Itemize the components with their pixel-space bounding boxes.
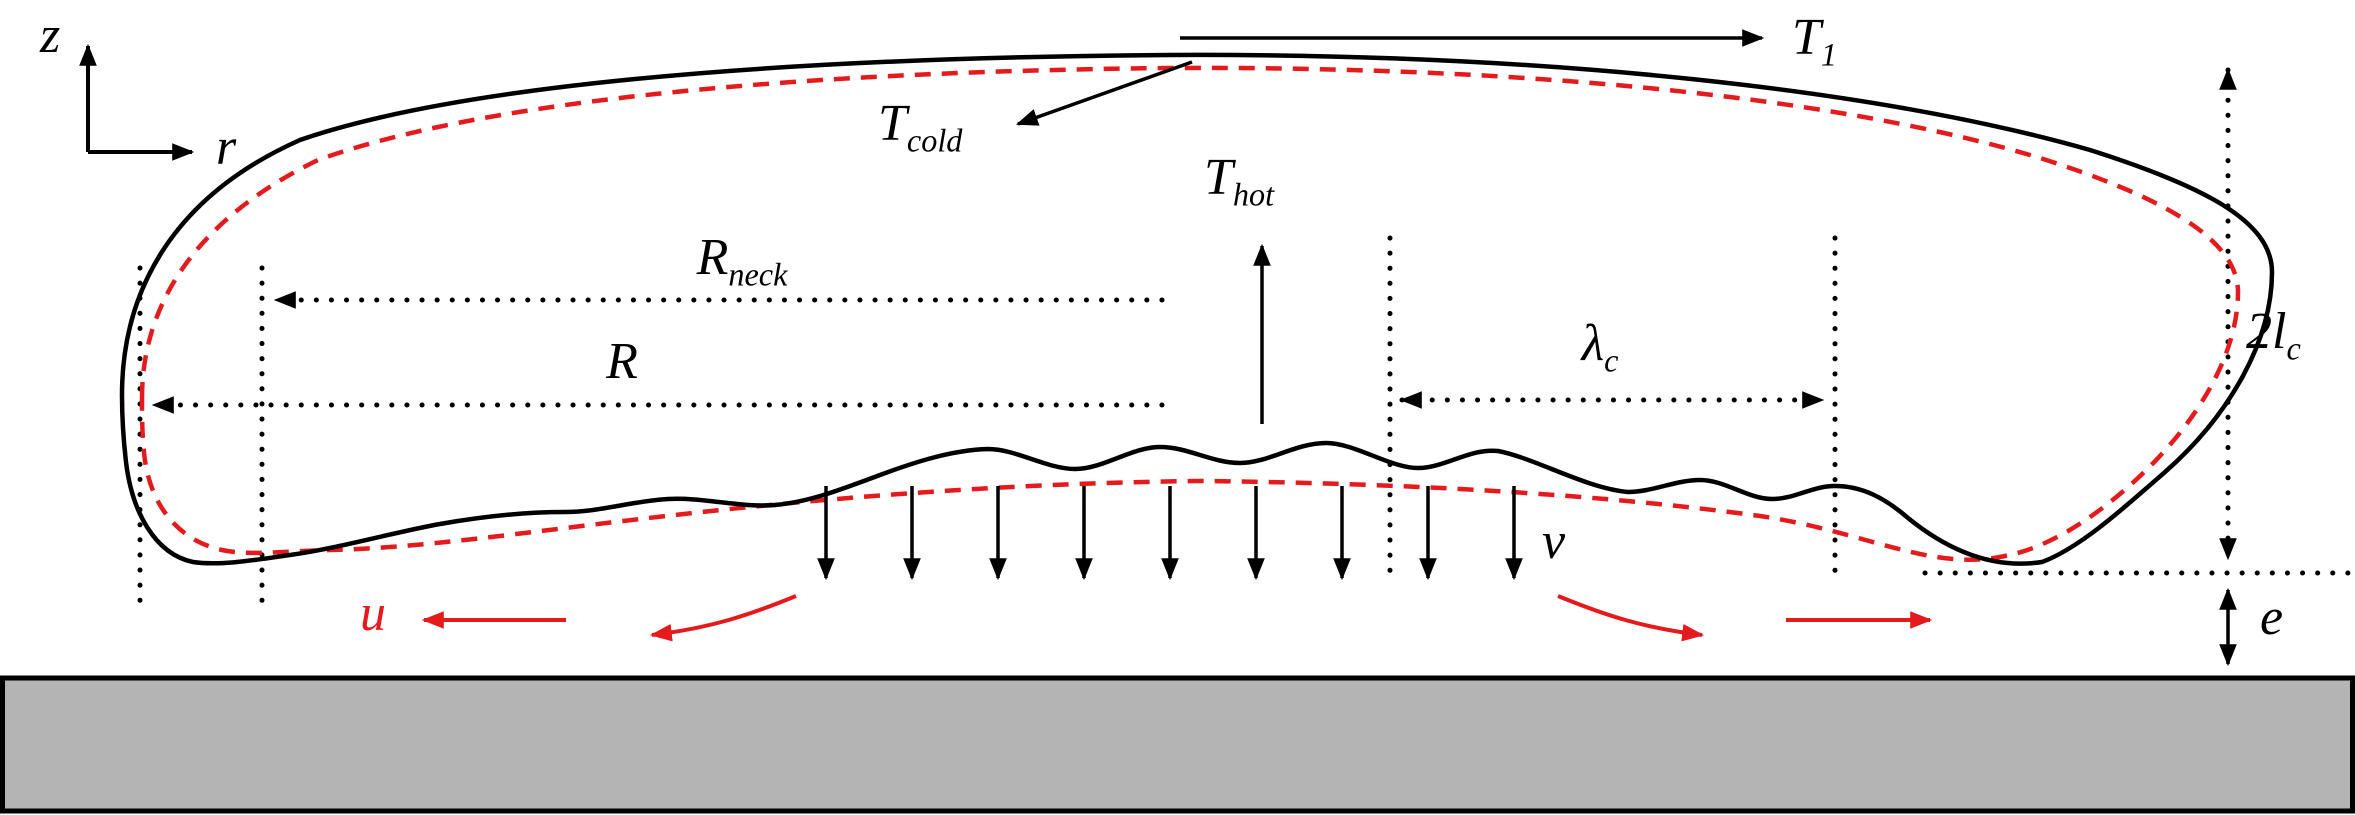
droplet-outline: [119, 52, 2275, 566]
dotted-guides: [137, 235, 2351, 605]
label-r-axis-text: r: [216, 119, 237, 176]
label-gap-e: e: [2260, 592, 2283, 644]
label-v-flow-base: v: [1542, 513, 1566, 570]
label-t-cold-sub: cold: [906, 122, 963, 159]
label-z-axis: z: [40, 10, 60, 62]
label-t-hot-base: T: [1204, 149, 1233, 206]
label-two-l-c-base: 2l: [2246, 303, 2287, 360]
label-lambda-c-sub: c: [1604, 342, 1619, 379]
label-t1: T1: [1792, 9, 1837, 71]
label-r-neck-sub: neck: [728, 256, 788, 293]
label-r-neck: Rneck: [696, 229, 788, 291]
label-r-neck-base: R: [696, 229, 729, 286]
label-two-l-c: 2lc: [2246, 303, 2301, 365]
label-lambda-c-base: λ: [1581, 315, 1605, 372]
label-t-cold-base: T: [878, 95, 907, 152]
annotation-arrows: [1015, 29, 1765, 424]
label-t-hot-sub: hot: [1232, 176, 1275, 213]
label-r-axis: r: [216, 122, 236, 174]
u-flow-arrows: [421, 594, 1933, 642]
label-radius: R: [606, 336, 638, 388]
coordinate-axes: [79, 43, 195, 161]
u-flow-arrow-curved-right: [1557, 594, 1705, 642]
label-t1-sub: 1: [1820, 36, 1838, 73]
label-u-flow-base: u: [360, 585, 386, 642]
label-t-hot: Thot: [1204, 149, 1274, 211]
measurement-lines: [151, 67, 2237, 667]
label-u-flow: u: [360, 588, 386, 640]
droplet-reference-outline: [139, 65, 2241, 562]
label-v-flow: v: [1542, 516, 1565, 568]
label-t-cold: Tcold: [878, 95, 962, 157]
label-lambda-c: λc: [1581, 315, 1619, 377]
substrate: [0, 675, 2355, 814]
t-cold-arrow: [1015, 60, 1193, 126]
label-two-l-c-sub: c: [2286, 330, 2301, 367]
label-radius-base: R: [606, 333, 638, 390]
label-t1-base: T: [1792, 9, 1821, 66]
label-z-axis-text: z: [40, 7, 61, 64]
v-flow-arrows: [817, 486, 1523, 581]
u-flow-arrow-curved-left: [649, 594, 797, 642]
label-gap-e-base: e: [2260, 589, 2284, 646]
